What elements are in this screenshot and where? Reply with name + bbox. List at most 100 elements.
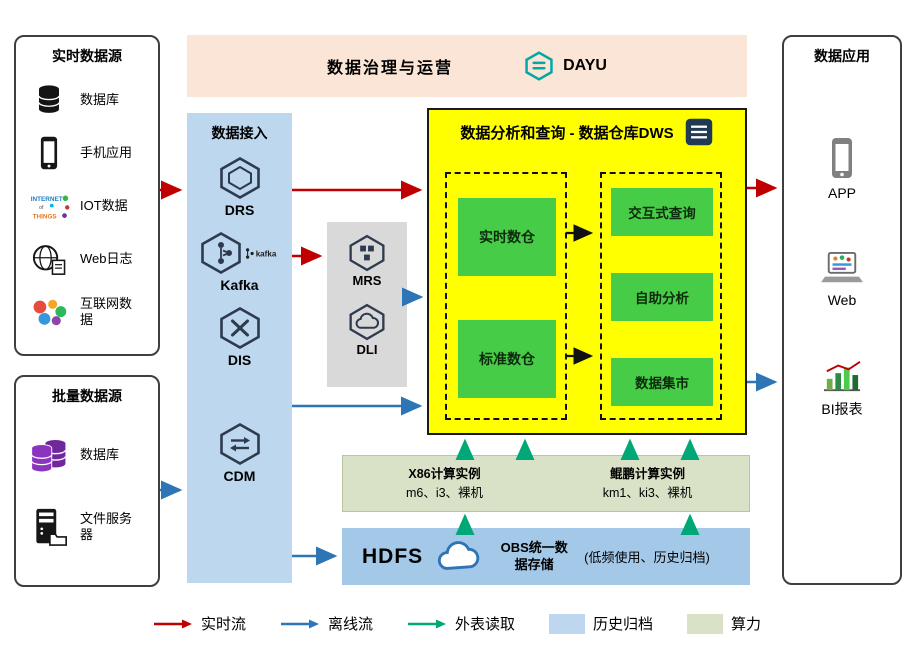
data-ingestion-column: 数据接入 DRS [187, 113, 292, 583]
processing-item-dli: DLI [348, 303, 386, 357]
cdm-hexagon-icon [219, 423, 260, 465]
data-applications-box: 数据应用 APP Web [782, 35, 902, 585]
source-item-label: 数据库 [80, 446, 120, 462]
ingestion-item-label: Kafka [220, 277, 259, 293]
source-item-label: IOT数据 [80, 197, 128, 213]
obs-storage-note: (低频使用、历史归档) [584, 550, 710, 565]
source-item-iot: INTERNET of THINGS IOT数据 [16, 187, 158, 225]
processing-item-label: DLI [356, 342, 378, 357]
processing-box: MRS DLI [327, 222, 407, 387]
app-item-bi: BI报表 [784, 358, 900, 419]
compute-group-title: 鲲鹏计算实例 [609, 466, 685, 481]
dayu-logo-label: DAYU [563, 57, 607, 74]
legend-item-external: 外表读取 [407, 613, 515, 634]
app-item-label: APP [827, 185, 856, 201]
legend-label: 离线流 [327, 616, 373, 633]
data-applications-title: 数据应用 [814, 48, 870, 64]
compute-swatch [687, 613, 724, 634]
compute-group-kunpeng: 鲲鹏计算实例 km1、ki3、裸机 [546, 456, 749, 511]
file-server-icon [28, 507, 70, 547]
data-ingestion-title: 数据接入 [211, 125, 268, 141]
source-item-database: 数据库 [16, 81, 158, 119]
ingestion-item-drs: DRS [218, 156, 262, 218]
app-item-app: APP [784, 136, 900, 201]
warehouse-group: 实时数仓 标准数仓 [445, 172, 567, 420]
dayu-logo-icon [525, 51, 553, 81]
legend-item-offline: 离线流 [280, 613, 373, 634]
obs-cloud-icon [438, 541, 480, 570]
mrs-hexagon-icon [349, 234, 385, 272]
iot-word-1: INTERNET [31, 196, 63, 203]
processing-item-mrs: MRS [348, 234, 386, 288]
source-item-batch-database: 数据库 [16, 432, 158, 478]
dws-box: 数据分析和查询 - 数据仓库DWS 实时数仓 标准数仓 交互式查询 自助分析 数… [427, 108, 747, 435]
storage-box: HDFS OBS统一数据存储 (低频使用、历史归档) [342, 528, 750, 585]
dayu-logo: DAYU [523, 50, 607, 82]
legend-label: 实时流 [200, 616, 246, 633]
mobile-phone-icon [28, 135, 70, 171]
legend-label: 外表读取 [454, 616, 515, 633]
app-item-label: Web [827, 292, 857, 308]
teal-arrow-icon [407, 619, 446, 628]
warehouse-standard: 标准数仓 [458, 320, 556, 398]
app-item-web: Web [784, 251, 900, 308]
legend-item-archive: 历史归档 [549, 613, 653, 634]
source-item-fileserver: 文件服务器 [16, 504, 158, 550]
dws-database-icon [685, 118, 712, 146]
legend-item-realtime: 实时流 [153, 613, 246, 634]
governance-banner: 数据治理与运营 DAYU [187, 35, 747, 97]
dis-hexagon-icon [219, 307, 260, 349]
realtime-sources-title: 实时数据源 [52, 48, 122, 64]
source-item-weblog: Web日志 [16, 240, 158, 278]
iot-icon: INTERNET of THINGS [28, 191, 70, 222]
archive-swatch [549, 613, 585, 634]
source-item-label: 手机应用 [80, 144, 133, 160]
batch-sources-box: 批量数据源 数据库 [14, 375, 160, 587]
source-item-mobile: 手机应用 [16, 134, 158, 172]
dws-title: 数据分析和查询 - 数据仓库DWS [460, 124, 674, 142]
kafka-hexagon-icon [201, 232, 241, 274]
services-group: 交互式查询 自助分析 数据集市 [600, 172, 722, 420]
app-phone-icon [832, 138, 852, 178]
kafka-wordmark-icon: kafka [245, 247, 277, 259]
service-interactive-query: 交互式查询 [611, 188, 713, 236]
source-item-label: 文件服务器 [80, 510, 133, 542]
ingestion-item-label: DIS [227, 352, 252, 368]
compute-group-title: X86计算实例 [408, 466, 481, 481]
ingestion-item-cdm: CDM [218, 422, 262, 484]
compute-group-subtitle: m6、i3、裸机 [405, 485, 484, 500]
web-log-icon [28, 243, 70, 276]
warehouse-realtime: 实时数仓 [458, 198, 556, 276]
app-item-label: BI报表 [821, 401, 863, 417]
bi-report-icon [824, 361, 861, 392]
legend-label: 算力 [731, 616, 762, 633]
dws-header: 数据分析和查询 - 数据仓库DWS [429, 117, 745, 147]
obs-storage-label: OBS统一数据存储 [500, 539, 568, 572]
ingestion-item-label: CDM [223, 468, 256, 484]
hdfs-label: HDFS [362, 544, 424, 568]
web-browser-icon [821, 251, 863, 283]
service-data-mart: 数据集市 [611, 358, 713, 406]
legend-item-compute: 算力 [687, 613, 761, 634]
realtime-sources-box: 实时数据源 数据库 手机应用 [14, 35, 160, 356]
kafka-wordmark-text: kafka [256, 249, 277, 258]
legend: 实时流 离线流 外表读取 历史归档 算力 [0, 613, 914, 634]
source-item-label: 互联网数据 [80, 295, 133, 327]
purple-database-icon [28, 437, 70, 474]
drs-hexagon-icon [219, 157, 260, 199]
blue-arrow-icon [280, 619, 319, 628]
source-item-label: 数据库 [80, 91, 120, 107]
legend-label: 历史归档 [593, 616, 654, 633]
iot-word-3: THINGS [33, 213, 57, 220]
source-item-label: Web日志 [80, 250, 133, 266]
compute-group-x86: X86计算实例 m6、i3、裸机 [343, 456, 546, 511]
batch-sources-title: 批量数据源 [52, 388, 122, 404]
dli-hexagon-icon [349, 303, 385, 341]
source-item-internet: 互联网数据 [16, 293, 158, 331]
service-selfservice-analysis: 自助分析 [611, 273, 713, 321]
governance-title: 数据治理与运营 [327, 60, 454, 77]
compute-group-subtitle: km1、ki3、裸机 [602, 485, 693, 500]
ingestion-item-label: DRS [224, 202, 255, 218]
iot-word-2: of [39, 205, 44, 211]
